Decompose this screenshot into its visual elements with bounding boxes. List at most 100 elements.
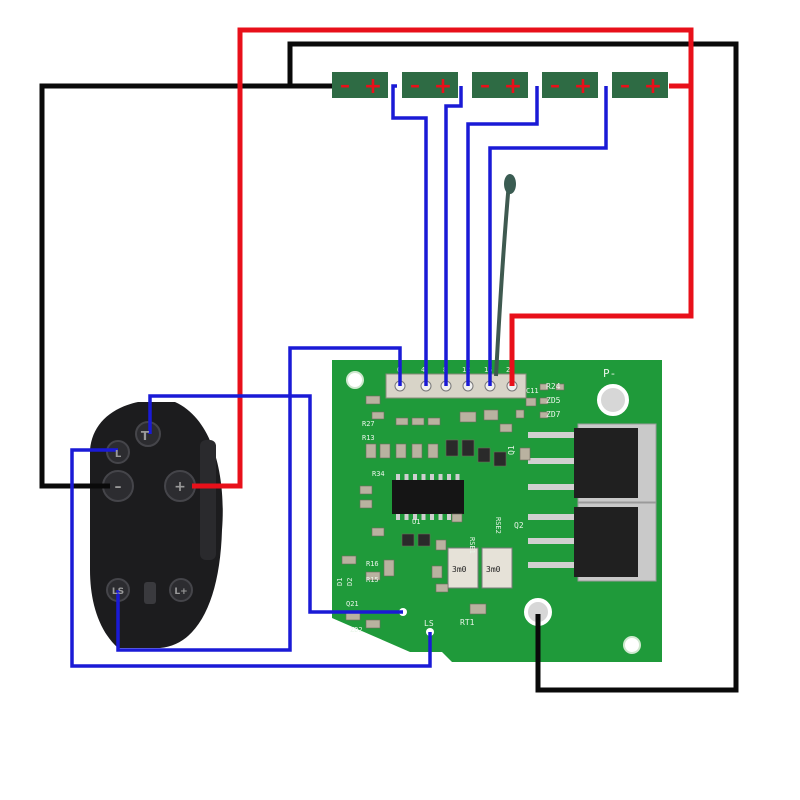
smd-component: [365, 571, 381, 581]
thermistor-probe: [504, 174, 516, 194]
label-c11: C11: [526, 387, 539, 395]
mosfet-q2: [528, 502, 657, 582]
smd-component: [411, 443, 423, 459]
wire-pack-negative-to-b-minus: [287, 41, 739, 693]
label-r13: R13: [362, 434, 375, 442]
ic-pin: [404, 514, 409, 520]
cell-plus-sign: +: [644, 74, 662, 99]
mounting-hole: [623, 636, 641, 654]
terminal-l: [106, 440, 130, 464]
battery-cell-body: [402, 72, 458, 98]
terminal-t: [135, 421, 161, 447]
label-rse2: RSE2: [494, 517, 502, 534]
smd-component: [359, 485, 373, 495]
ic-pin: [421, 474, 426, 480]
wire-pack-positive-to-connector: [192, 27, 694, 489]
battery-cell: –+: [612, 72, 668, 99]
battery-connector: [90, 402, 223, 648]
battery-cell-body: [542, 72, 598, 98]
smd-component: [469, 603, 487, 615]
mosfet-q1-leg: [528, 432, 574, 438]
smd-component: [539, 383, 549, 391]
wire-balance-1: [391, 84, 428, 386]
label-shunt2: 3m0: [486, 565, 501, 574]
mosfet-q1-leg: [528, 458, 574, 464]
terminal-minus-label: –: [115, 479, 122, 495]
cell-plus-sign: +: [574, 74, 592, 99]
ic-pin: [413, 514, 417, 520]
ic-pin: [438, 514, 443, 520]
ic-pin: [396, 514, 400, 520]
balance-header: [385, 373, 527, 399]
smd-component: [555, 383, 565, 391]
smd-component: [461, 439, 475, 457]
cell-minus-sign: –: [620, 73, 630, 97]
smd-component: [445, 439, 459, 457]
smd-component: [395, 417, 409, 426]
smd-component: [525, 397, 537, 407]
smd-component: [427, 443, 439, 459]
label-rse1: RSE1: [468, 537, 476, 554]
smd-component: [519, 447, 531, 461]
smd-component: [435, 539, 447, 551]
shunt-resistor-1: [447, 547, 479, 589]
ic-pins: [396, 474, 460, 520]
shunt-resistor-2: [481, 547, 513, 589]
cell-plus-sign: +: [504, 74, 522, 99]
wiring: [39, 27, 739, 693]
label-shunt1: 3m0: [452, 565, 467, 574]
battery-cell-body: [472, 72, 528, 98]
mosfet-q1-body: [574, 428, 638, 498]
cell-plus-sign: +: [364, 74, 382, 99]
smd-component: [401, 533, 415, 547]
label-d1: D1: [336, 578, 344, 586]
mosfet-q2-leg: [528, 514, 574, 520]
terminal-ls-label: LS: [112, 587, 124, 597]
battery-cell-body: [612, 72, 668, 98]
smd-component: [515, 409, 525, 419]
battery-cell: –+: [402, 72, 458, 99]
battery-cell-pack: –+–+–+–+–+: [332, 72, 668, 99]
ic-pin: [430, 514, 434, 520]
ic-pin: [396, 474, 400, 480]
wire-header-b0-to-connector: [116, 346, 402, 652]
cell-minus-sign: –: [410, 73, 420, 97]
ic-pin: [430, 474, 434, 480]
mounting-hole: [346, 371, 364, 389]
label-q21: Q21: [346, 600, 359, 608]
cell-plus-sign: +: [434, 74, 452, 99]
smd-component: [379, 443, 391, 459]
ic-pin: [447, 474, 451, 480]
smd-component: [435, 583, 449, 593]
ic-pin: [404, 474, 409, 480]
cell-minus-sign: –: [340, 73, 350, 97]
terminal-t-label: T: [141, 429, 150, 443]
terminal-l-label: L: [115, 449, 122, 460]
smd-components: [341, 383, 565, 629]
ic-pin: [413, 474, 417, 480]
smd-component: [365, 395, 381, 405]
cell-minus-sign: –: [550, 73, 560, 97]
battery-cell: –+: [472, 72, 528, 99]
smd-component: [365, 443, 377, 459]
bms-ic-chip: [392, 480, 464, 514]
mosfet-q1-leg: [528, 484, 574, 490]
label-pin-4: 4: [421, 366, 425, 374]
smd-component: [359, 499, 373, 509]
smd-component: [483, 409, 499, 421]
smd-component: [427, 417, 441, 426]
wire-balance-2: [444, 86, 463, 386]
bms-pcb-board: P- R24 ZD5 ZD7 C11 Q1 Q2 RSE1 RSE2 3m0 3…: [332, 360, 662, 662]
smd-component: [431, 565, 443, 579]
p-minus-pad: [597, 384, 629, 416]
label-r16: R16: [366, 560, 379, 568]
wire-pack-positive-to-header: [509, 83, 694, 386]
battery-cell-body: [332, 72, 388, 98]
label-r24: R24: [546, 382, 561, 391]
mosfet-q1: [528, 423, 657, 503]
label-p-minus: P-: [603, 367, 616, 380]
smd-component: [371, 527, 385, 537]
battery-cell: –+: [542, 72, 598, 99]
terminal-lplus: [169, 578, 193, 602]
